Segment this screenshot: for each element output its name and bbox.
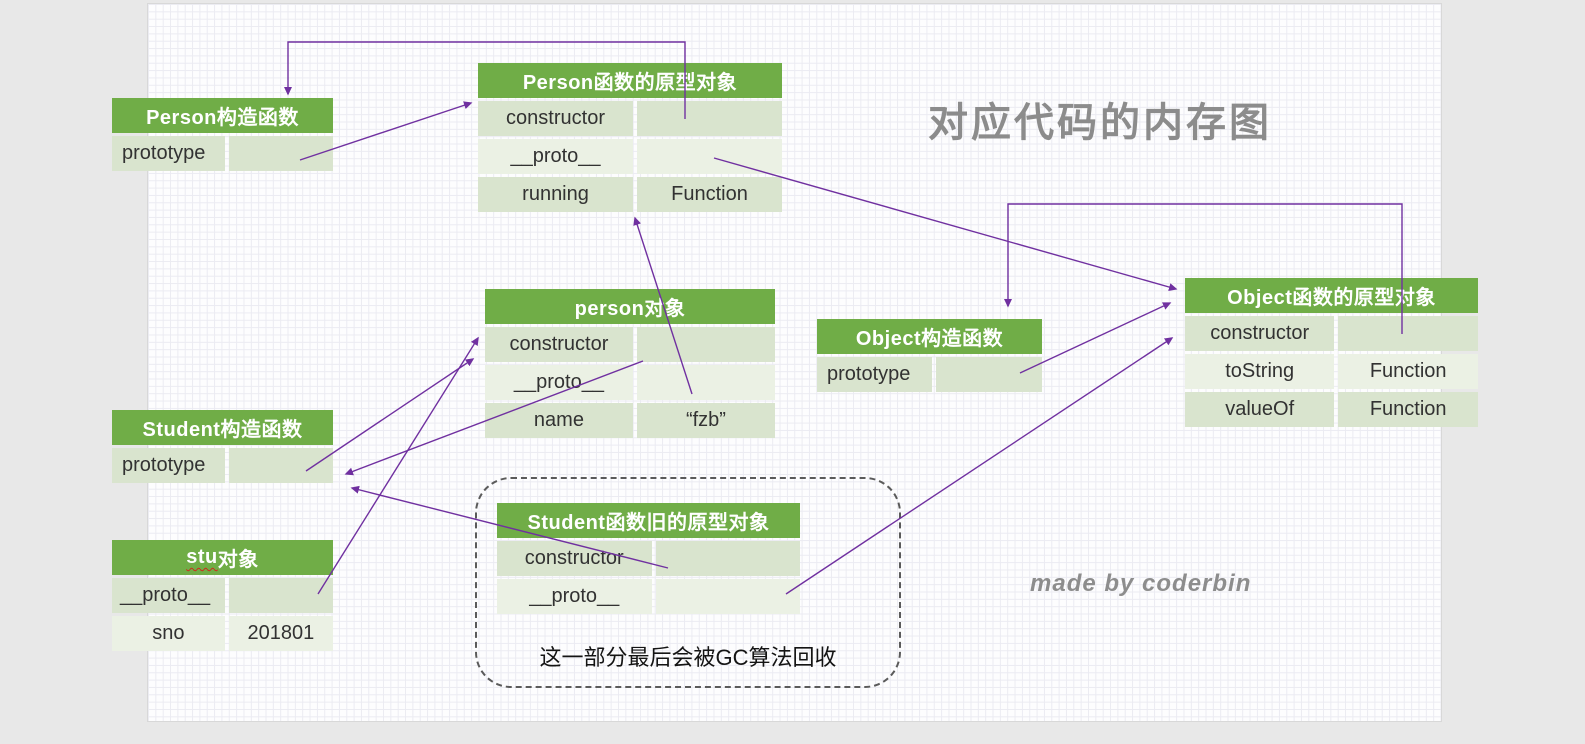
row-value	[935, 357, 1042, 392]
row-key: sno	[112, 616, 225, 651]
table-object-constructor: Object构造函数 prototype	[817, 319, 1042, 395]
table-row: toString Function	[1185, 354, 1478, 389]
row-value	[636, 365, 775, 400]
table-person-constructor: Person构造函数 prototype	[112, 98, 333, 174]
table-row: __proto__	[478, 139, 782, 174]
row-value	[636, 327, 775, 362]
gc-note: 这一部分最后会被GC算法回收	[539, 645, 837, 670]
row-key: prototype	[817, 357, 932, 392]
table-row: running Function	[478, 177, 782, 212]
spellcheck-underline: stu	[186, 546, 218, 568]
table-title: Person函数的原型对象	[478, 63, 782, 98]
row-key: __proto__	[497, 579, 652, 614]
table-row: constructor	[478, 101, 782, 136]
table-title: Student构造函数	[112, 410, 333, 445]
row-key: __proto__	[485, 365, 633, 400]
table-person-object: person对象 constructor __proto__ name “fzb…	[485, 289, 775, 441]
row-key: __proto__	[478, 139, 634, 174]
table-row: constructor	[1185, 316, 1478, 351]
row-value: Function	[1338, 392, 1478, 427]
row-value	[1338, 316, 1478, 351]
row-key: valueOf	[1185, 392, 1335, 427]
table-student-constructor: Student构造函数 prototype	[112, 410, 333, 486]
table-row: prototype	[112, 136, 333, 171]
row-key: constructor	[497, 541, 652, 576]
row-key: constructor	[485, 327, 633, 362]
row-value	[228, 578, 333, 613]
table-row: name “fzb”	[485, 403, 775, 438]
table-row: sno 201801	[112, 616, 333, 651]
table-title: Object函数的原型对象	[1185, 278, 1478, 313]
table-row: __proto__	[112, 578, 333, 613]
row-value: 201801	[228, 616, 333, 651]
table-title: Object构造函数	[817, 319, 1042, 354]
table-title: person对象	[485, 289, 775, 324]
table-student-old-prototype-object: Student函数旧的原型对象 constructor __proto__	[497, 503, 800, 617]
table-row: prototype	[817, 357, 1042, 392]
row-key: __proto__	[112, 578, 225, 613]
row-value	[637, 101, 782, 136]
page-title: 对应代码的内存图	[928, 101, 1272, 145]
row-value: “fzb”	[636, 403, 775, 438]
table-title: Person构造函数	[112, 98, 333, 133]
table-object-prototype-object: Object函数的原型对象 constructor toString Funct…	[1185, 278, 1478, 430]
table-row: constructor	[485, 327, 775, 362]
row-key: toString	[1185, 354, 1335, 389]
row-value	[655, 579, 800, 614]
row-value	[637, 139, 782, 174]
row-key: prototype	[112, 448, 225, 483]
watermark: made by coderbin	[1030, 570, 1252, 597]
table-row: constructor	[497, 541, 800, 576]
table-person-prototype-object: Person函数的原型对象 constructor __proto__ runn…	[478, 63, 782, 215]
row-key: prototype	[112, 136, 225, 171]
row-value	[655, 541, 800, 576]
table-row: valueOf Function	[1185, 392, 1478, 427]
table-row: __proto__	[485, 365, 775, 400]
row-value	[228, 448, 333, 483]
row-value: Function	[637, 177, 782, 212]
row-key: name	[485, 403, 633, 438]
table-row: prototype	[112, 448, 333, 483]
table-title: Student函数旧的原型对象	[497, 503, 800, 538]
row-value: Function	[1338, 354, 1478, 389]
row-key: constructor	[1185, 316, 1335, 351]
row-key: constructor	[478, 101, 634, 136]
row-value	[228, 136, 333, 171]
row-key: running	[478, 177, 634, 212]
table-row: __proto__	[497, 579, 800, 614]
